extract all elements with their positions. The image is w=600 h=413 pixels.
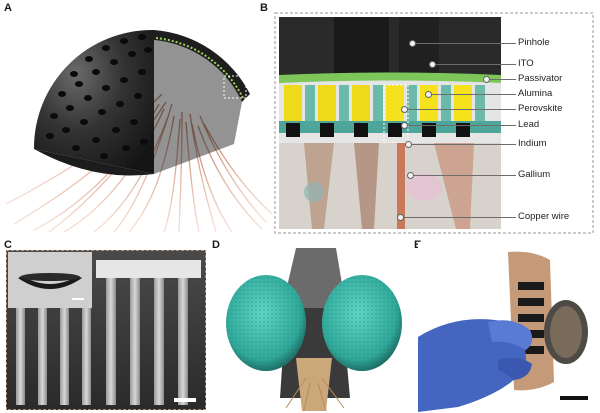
leader-indium — [408, 144, 516, 145]
panel-a-dome-illustration — [5, 29, 273, 233]
leader-perovskite — [404, 109, 516, 110]
label-gallium: Gallium — [518, 169, 551, 180]
panel-d-letter: D — [212, 239, 220, 251]
panel-d-fly-eyes-photo — [226, 248, 402, 411]
leader-alumina — [428, 94, 516, 95]
marker-alumina — [425, 91, 432, 98]
label-passivator: Passivator — [518, 73, 563, 84]
marker-gallium — [407, 172, 414, 179]
label-ito: ITO — [518, 58, 534, 69]
panel-c-letter: C — [4, 239, 12, 251]
label-perovskite: Perovskite — [518, 103, 563, 114]
marker-copper-wire — [397, 214, 404, 221]
marker-passivator — [483, 76, 490, 83]
leader-passivator — [486, 79, 516, 80]
panel-b-letter: B — [260, 2, 268, 14]
label-lead: Lead — [518, 119, 540, 130]
leader-pinhole — [412, 43, 516, 44]
marker-indium — [405, 141, 412, 148]
label-indium: Indium — [518, 138, 547, 149]
marker-ito — [429, 61, 436, 68]
panel-a-letter: A — [4, 2, 12, 14]
leader-ito — [432, 64, 516, 65]
leader-gallium — [410, 175, 516, 176]
leader-lead — [404, 125, 516, 126]
marker-lead — [401, 122, 408, 129]
panel-e-handheld-device-photo — [418, 242, 598, 412]
label-alumina: Alumina — [518, 88, 553, 99]
panel-c-sem-micrograph — [6, 250, 206, 410]
label-pinhole: Pinhole — [518, 37, 550, 48]
marker-perovskite — [401, 106, 408, 113]
panel-e-letter: E — [414, 239, 422, 251]
label-copper-wire: Copper wire — [518, 211, 570, 222]
marker-pinhole — [409, 40, 416, 47]
leader-copper-wire — [400, 217, 516, 218]
panel-b-cross-section — [274, 12, 594, 234]
